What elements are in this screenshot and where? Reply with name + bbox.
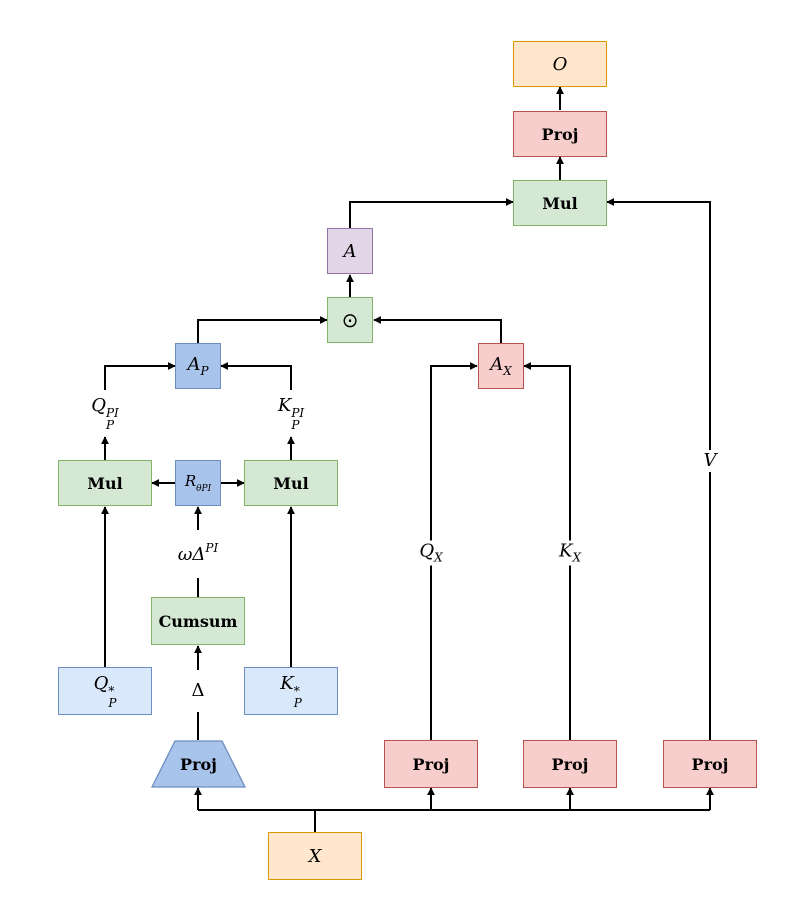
kx-edge-label: KX <box>558 540 582 566</box>
edge-ax-to-hadamard <box>373 316 502 343</box>
attention-node: A <box>327 228 373 274</box>
proj-v-label: Proj <box>691 754 729 774</box>
output-label: O <box>552 53 568 75</box>
edge-ap-to-hadamard <box>197 316 328 343</box>
rotation-node: RθPI <box>175 460 221 506</box>
ap-node: AP <box>175 343 221 389</box>
cumsum-label: Cumsum <box>158 611 238 631</box>
rotation-label: RθPI <box>184 472 212 494</box>
proj-k-node: Proj <box>523 740 617 788</box>
mul-left-node: Mul <box>58 460 152 506</box>
hadamard-label: ⊙ <box>341 308 359 332</box>
qstar-label: Q*P <box>93 673 117 710</box>
qstar-node: Q*P <box>58 667 152 715</box>
mul-right-node: Mul <box>244 460 338 506</box>
ap-label: AP <box>187 354 209 378</box>
proj-output-label: Proj <box>541 124 579 144</box>
edge-v-to-mul <box>606 198 711 740</box>
v-edge-label: V <box>702 450 718 472</box>
proj-v-node: Proj <box>663 740 757 788</box>
output-node: O <box>513 41 607 87</box>
edge-a-to-mul <box>349 198 514 228</box>
delta-edge-label: Δ <box>190 680 206 702</box>
hadamard-node: ⊙ <box>327 297 373 343</box>
mul-top-node: Mul <box>513 180 607 226</box>
edge-qppi-to-ap <box>104 362 176 390</box>
proj-delta-node: Proj <box>152 741 245 787</box>
input-node: X <box>268 832 362 880</box>
proj-delta-trapezoid <box>150 740 247 788</box>
ax-label: AX <box>490 354 512 378</box>
edge-kppi-to-ap <box>220 362 292 390</box>
cumsum-node: Cumsum <box>151 597 245 645</box>
kstar-node: K*P <box>244 667 338 715</box>
mul-left-label: Mul <box>87 473 123 493</box>
mul-right-label: Mul <box>273 473 309 493</box>
edge-projk-to-ax <box>523 362 571 740</box>
ax-node: AX <box>478 343 524 389</box>
proj-q-label: Proj <box>412 754 450 774</box>
proj-output-node: Proj <box>513 111 607 157</box>
input-label: X <box>308 845 322 867</box>
omega-delta-edge-label: ωΔPI <box>176 540 220 566</box>
proj-k-label: Proj <box>551 754 589 774</box>
attention-label: A <box>343 240 357 262</box>
proj-delta-label: Proj <box>180 754 217 774</box>
proj-q-node: Proj <box>384 740 478 788</box>
mul-top-label: Mul <box>542 193 578 213</box>
kstar-label: K*P <box>280 673 302 710</box>
qx-edge-label: QX <box>418 540 444 566</box>
edge-projq-to-ax <box>430 362 478 740</box>
